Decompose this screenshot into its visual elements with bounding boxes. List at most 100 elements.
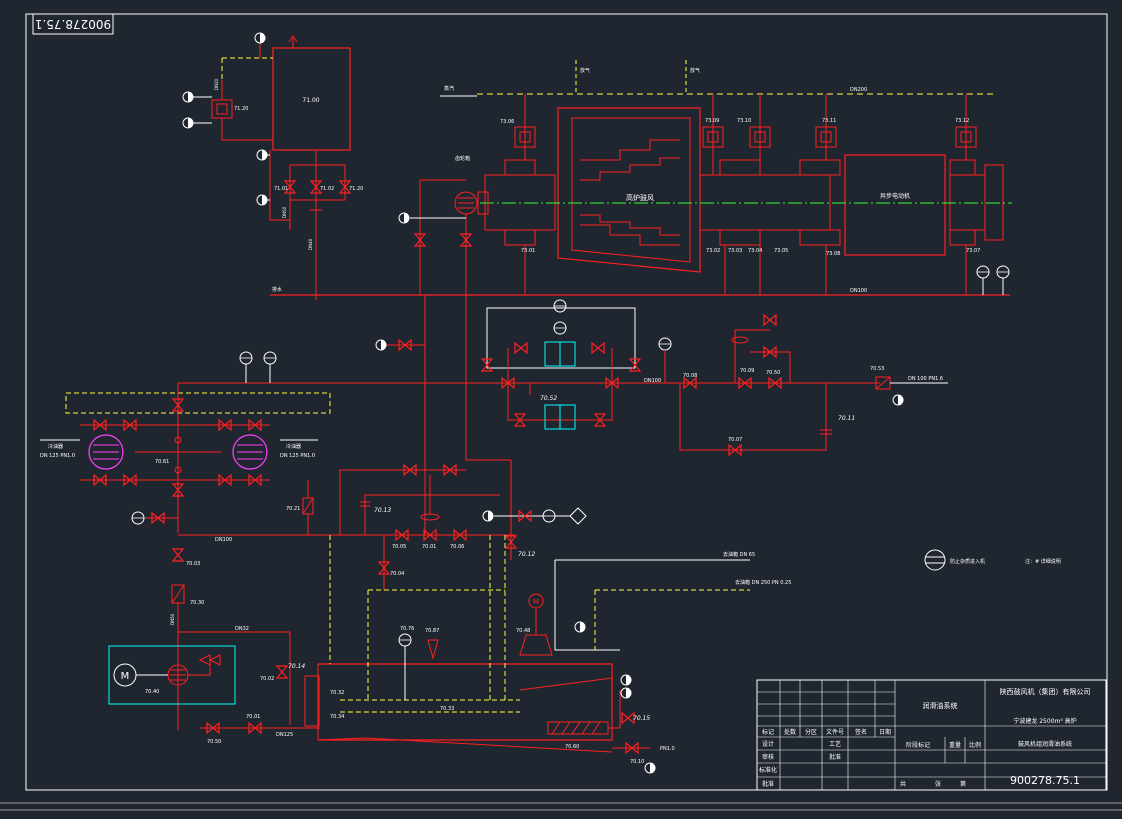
label-dn100-mid: DN100	[644, 378, 661, 384]
drawing-number-rotated: 900278.75.1	[35, 17, 111, 31]
label-7030: 70.30	[190, 600, 204, 606]
machine-train: 蒸汽 DN200 放气 放气 高炉鼓风 异步电动机	[398, 60, 1012, 295]
label-dn125-right: DN 125 PN1.0	[280, 453, 315, 459]
label-cooler-right: 冷油器	[286, 443, 301, 450]
tb-row-date: 日期	[879, 728, 891, 736]
legend: 防止杂质进入机 注：# 详细说明	[924, 549, 1061, 571]
aux-pump: M 70.40	[108, 645, 236, 705]
label-7003: 70.03	[186, 561, 200, 567]
label-7052: 70.52	[540, 395, 557, 402]
tb-weight: 重量	[949, 741, 961, 749]
cooler-section: 70.61 冷油器 DN 125 PN1.0 冷油器 DN 125 PN1.0	[40, 351, 331, 533]
label-7305: 73.05	[774, 248, 788, 254]
label-7033: 70.33	[440, 706, 454, 712]
instrument-7309: 73.09	[702, 94, 724, 175]
svg-text:M: M	[533, 598, 539, 606]
legend-text: 防止杂质进入机	[950, 558, 985, 565]
tb-row-mark: 标记	[762, 728, 774, 736]
label-cooler-left: 冷油器	[48, 443, 63, 450]
label-dn40: DN40	[308, 238, 313, 250]
tb-sheet: 张	[935, 780, 941, 788]
label-dn32: DN32	[235, 626, 249, 632]
label-7050r: 70.50	[766, 370, 780, 376]
tb-check: 审核	[762, 753, 774, 761]
tb-row-count: 处数	[784, 728, 796, 736]
label-gear: 齿轮箱	[455, 155, 470, 162]
label-vent-1: 放气	[580, 67, 590, 74]
label-7012: 70.12	[518, 551, 535, 558]
svg-text:73.09: 73.09	[705, 118, 719, 124]
label-vent-2: 放气	[690, 67, 700, 74]
label-7101: 71.01	[274, 186, 288, 192]
instrument-7306: 73.06	[500, 94, 536, 160]
label-7304: 73.04	[748, 248, 762, 254]
label-dn100-top: DN100	[850, 288, 867, 294]
tb-design: 设计	[762, 740, 774, 748]
label-7061: 70.61	[155, 459, 169, 465]
label-7060: 70.60	[565, 744, 579, 750]
svg-text:73.12: 73.12	[955, 118, 969, 124]
tb-scale: 比例	[969, 741, 981, 749]
label-pn16-right: DN 100 PN1.6	[908, 376, 943, 382]
tb-approve: 批准	[762, 780, 774, 788]
oil-tank: 71.00 71.20 DN20 71.01 71.02 71.20	[182, 32, 363, 300]
tb-row-sign: 签名	[855, 728, 867, 736]
tb-row-doc: 文件号	[826, 728, 844, 736]
tb-system: 润滑油系统	[923, 701, 958, 710]
svg-text:73.06: 73.06	[500, 119, 514, 125]
label-7120: 71.20	[349, 186, 363, 192]
svg-text:73.10: 73.10	[737, 118, 751, 124]
tb-company: 陕西鼓风机（集团）有限公司	[1000, 687, 1091, 696]
label-7009: 70.09	[740, 368, 754, 374]
label-7011: 70.11	[838, 415, 855, 422]
label-7301: 73.01	[521, 248, 535, 254]
oil-reservoir: 70.33 70.32 70.34 70.76 70.87 M 70.48 去油…	[304, 535, 791, 774]
label-dn200: DN200	[850, 87, 867, 93]
instrument-7312: 73.12	[955, 94, 977, 160]
label-7032: 70.32	[330, 690, 344, 696]
drawing-number-box	[32, 13, 114, 35]
label-7120-top: 71.20	[234, 106, 248, 112]
label-7053: 70.53	[870, 366, 884, 372]
label-7307: 73.07	[966, 248, 980, 254]
compressor-label: 高炉鼓风	[626, 193, 654, 202]
label-7048: 70.48	[516, 628, 530, 634]
label-7013: 70.13	[374, 507, 391, 514]
tank-label: 71.00	[302, 97, 319, 104]
label-7008: 70.08	[683, 373, 697, 379]
motor-label: 异步电动机	[880, 192, 910, 200]
tb-number: 900278.75.1	[1010, 774, 1080, 787]
label-dn50-bottom: DN50	[170, 613, 175, 625]
tb-subtitle: 鼓风机组润滑油系统	[1018, 740, 1072, 748]
label-7302: 73.02	[706, 248, 720, 254]
svg-text:73.11: 73.11	[822, 118, 836, 124]
label-7010: 70.10	[630, 759, 644, 765]
label-7007: 70.07	[728, 437, 742, 443]
label-7308: 73.08	[826, 251, 840, 257]
label-7087: 70.87	[425, 628, 439, 634]
tb-project: 宁波建龙 2500m³ 高炉	[1013, 717, 1076, 725]
label-7006: 70.06	[450, 544, 464, 550]
instrument-7310: 73.10	[737, 94, 771, 175]
instrument-7311: 73.11	[815, 94, 837, 160]
tb-page: 第	[960, 780, 966, 788]
label-7303: 73.03	[728, 248, 742, 254]
drawing-frame	[25, 13, 1108, 791]
label-7034: 70.34	[330, 714, 344, 720]
tb-stage: 阶段标记	[906, 741, 930, 749]
label-7050: 70.50	[207, 739, 221, 745]
label-oil-in: 去油箱 DN 250 PN 0.25	[735, 579, 791, 586]
label-dn20: DN20	[214, 78, 219, 90]
tb-approve-2: 批准	[829, 753, 841, 761]
label-dn50-left: DN50	[282, 206, 287, 218]
label-7005: 70.05	[392, 544, 406, 550]
label-dn125: DN125	[276, 732, 293, 738]
label-7001-b: 70.01	[246, 714, 260, 720]
tb-process: 工艺	[829, 740, 841, 748]
label-7004: 70.04	[390, 571, 404, 577]
label-steam: 蒸汽	[444, 85, 454, 92]
label-7015: 70.15	[633, 715, 650, 722]
label-dn125-left: DN 125 PN1.0	[40, 453, 75, 459]
title-block: 润滑油系统 陕西鼓风机（集团）有限公司 宁波建龙 2500m³ 高炉 鼓风机组润…	[756, 679, 1107, 791]
